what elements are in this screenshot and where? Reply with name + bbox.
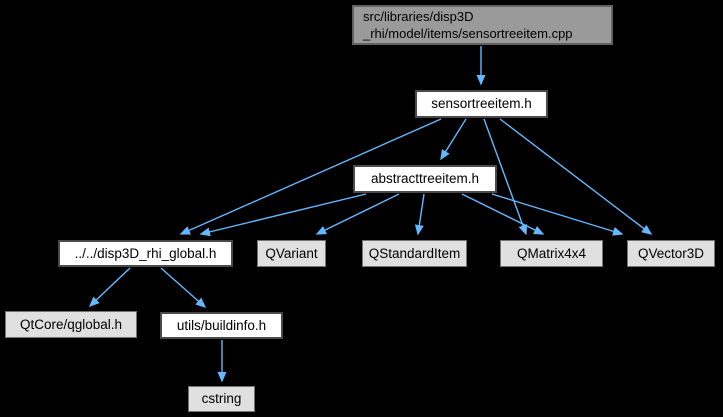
edge-sensortreeitem-to-qvector3d: [499, 118, 653, 235]
edge-abstracttreeitem-to-qvector3d: [491, 193, 624, 236]
node-qmatrix4x4[interactable]: QMatrix4x4: [500, 240, 603, 267]
edge-sensortreeitem-to-qmatrix4x4: [483, 118, 528, 236]
node-sensortreeitem-h[interactable]: sensortreeitem.h: [415, 90, 548, 118]
edge-abstracttreeitem-to-qvariant: [315, 193, 400, 235]
node-sensortreeitem-cpp[interactable]: src/libraries/disp3D _rhi/model/items/se…: [352, 5, 613, 45]
edge-abstracttreeitem-to-disp3d-rhi-global: [199, 193, 367, 237]
edge-abstracttreeitem-to-qstandarditem: [414, 193, 425, 236]
node-qstandarditem[interactable]: QStandardItem: [362, 240, 467, 267]
edge-sensortreeitem-to-disp3d-rhi-global: [179, 118, 442, 235]
node-qvariant[interactable]: QVariant: [257, 240, 326, 267]
node-cstring[interactable]: cstring: [188, 386, 255, 412]
node-abstracttreeitem-h[interactable]: abstracttreeitem.h: [353, 165, 497, 193]
edge-disp3d-rhi-global-to-qtcore-qglobal: [88, 267, 131, 308]
node-qvector3d[interactable]: QVector3D: [627, 240, 715, 267]
node-disp3d-rhi-global-h[interactable]: ../../disp3D_rhi_global.h: [58, 240, 233, 267]
edge-abstracttreeitem-to-qmatrix4x4: [461, 193, 545, 235]
node-qtcore-qglobal-h[interactable]: QtCore/qglobal.h: [5, 311, 137, 338]
edge-disp3d-rhi-global-to-utils-buildinfo: [160, 267, 207, 308]
node-utils-buildinfo-h[interactable]: utils/buildinfo.h: [160, 312, 283, 339]
edge-sensortreeitem-to-abstracttreeitem: [440, 118, 467, 161]
